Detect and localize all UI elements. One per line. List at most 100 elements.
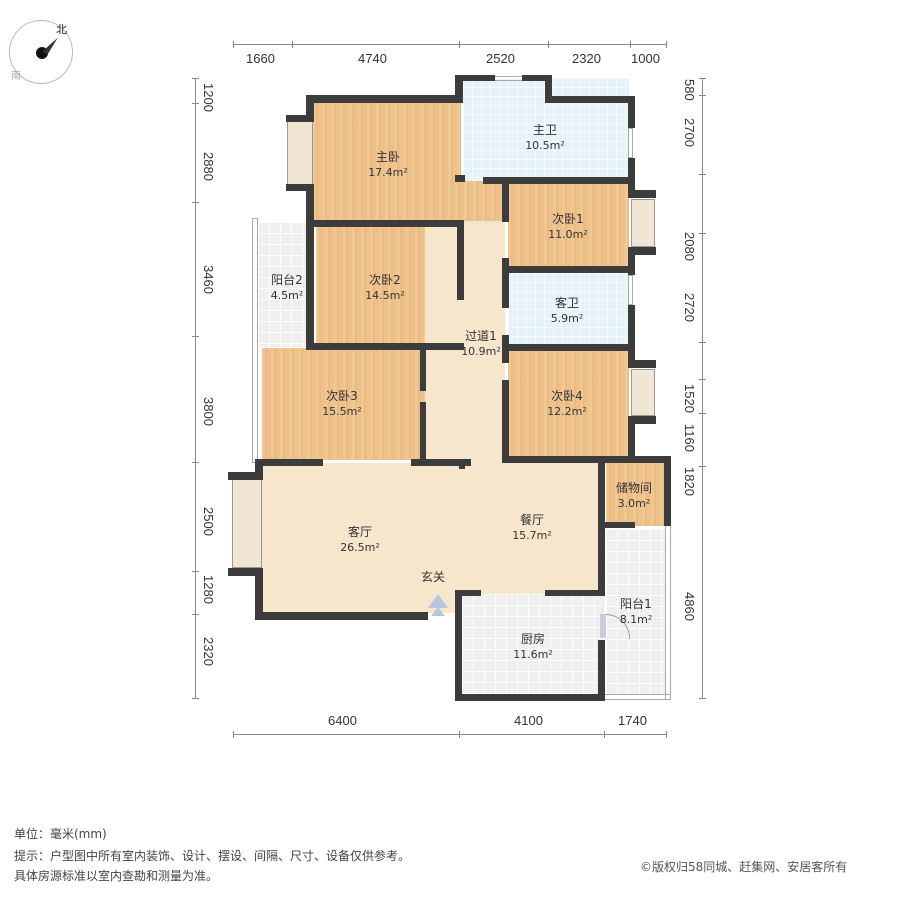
wall <box>306 95 462 103</box>
wall <box>306 95 314 122</box>
tick <box>192 698 199 699</box>
bottom-dimension-line <box>233 734 666 735</box>
room-corridor-1[interactable] <box>425 221 505 463</box>
tick <box>459 731 460 738</box>
tick <box>666 41 667 48</box>
wall <box>628 158 635 193</box>
wall <box>255 568 263 620</box>
room-guest-bath[interactable] <box>508 273 629 346</box>
tick <box>604 731 605 738</box>
wall <box>306 184 314 349</box>
railing-balcony-1-bottom <box>603 694 671 700</box>
dim-bottom-2: 1740 <box>618 713 647 728</box>
wall <box>459 459 465 469</box>
dim-top-0: 1660 <box>246 51 275 66</box>
wall <box>628 190 656 198</box>
wall <box>420 402 426 462</box>
wall <box>306 343 464 350</box>
wall <box>228 568 263 576</box>
wall <box>545 590 605 596</box>
tick <box>292 41 293 48</box>
dim-bottom-0: 6400 <box>328 713 357 728</box>
wall <box>664 456 671 526</box>
room-balcony-1[interactable] <box>606 529 666 695</box>
tick <box>192 462 199 463</box>
window-bedroom-1 <box>631 199 655 247</box>
room-kitchen[interactable] <box>462 594 603 695</box>
tick <box>699 174 706 175</box>
wall <box>420 343 426 391</box>
tick <box>548 41 549 48</box>
room-storage[interactable] <box>606 463 665 526</box>
wall <box>228 472 263 480</box>
wall <box>455 694 605 701</box>
wall <box>628 416 635 460</box>
tick <box>699 413 706 414</box>
wall <box>255 459 323 466</box>
wall <box>628 247 635 275</box>
entrance-arrow-icon <box>428 594 448 608</box>
wall <box>628 360 656 368</box>
wall <box>598 640 605 695</box>
railing-balcony-2 <box>252 218 258 463</box>
wall <box>628 305 635 365</box>
room-bedroom-3[interactable] <box>262 348 425 460</box>
window-bedroom-4 <box>631 369 655 416</box>
room-bedroom-4[interactable] <box>508 350 629 460</box>
wall <box>455 75 495 81</box>
window-guest-bath <box>628 275 633 305</box>
compass-north-label: 北 <box>56 23 67 36</box>
wall <box>455 75 463 103</box>
wall <box>504 456 634 463</box>
compass-needle-icon <box>36 47 48 59</box>
wall <box>455 175 465 182</box>
wall <box>502 258 509 308</box>
wall <box>598 456 670 463</box>
wall <box>411 459 471 466</box>
window-master-bath-right <box>628 128 633 158</box>
wall <box>502 266 633 273</box>
wall <box>598 456 605 596</box>
disclaimer-note-2: 具体房源标准以室内查勘和测量为准。 <box>14 869 219 883</box>
dim-top-4: 1000 <box>631 51 660 66</box>
wall <box>255 612 428 620</box>
entrance-arrow-icon-2 <box>431 607 445 616</box>
tick <box>666 731 667 738</box>
tick <box>459 41 460 48</box>
wall <box>286 184 314 191</box>
tick <box>699 698 706 699</box>
room-bedroom-1[interactable] <box>508 181 629 268</box>
room-balcony-2[interactable] <box>258 222 310 347</box>
room-living-dining[interactable] <box>262 463 604 613</box>
wall <box>306 220 464 227</box>
wall <box>545 96 635 103</box>
wall <box>255 459 263 480</box>
compass-south-label: 南 <box>11 71 21 82</box>
wall <box>457 220 464 300</box>
compass <box>9 20 73 84</box>
tick <box>192 614 199 615</box>
wall <box>286 115 314 122</box>
window-master-bath-top <box>494 76 523 81</box>
railing-balcony-1 <box>665 525 671 700</box>
tick <box>192 202 199 203</box>
disclaimer-note: 提示：户型图中所有室内装饰、设计、摆设、间隔、尺寸、设备仅供参考。 <box>14 849 411 863</box>
copyright-note: ©版权归58同城、赶集网、安居客所有 <box>640 860 848 874</box>
label-foyer: 玄关 <box>420 570 446 584</box>
tick <box>233 41 234 48</box>
room-master-bedroom[interactable] <box>313 103 461 221</box>
left-dimension-line <box>195 78 196 698</box>
tick <box>192 336 199 337</box>
right-dimension-line <box>702 78 703 698</box>
wall <box>628 247 656 255</box>
wall <box>628 416 656 424</box>
